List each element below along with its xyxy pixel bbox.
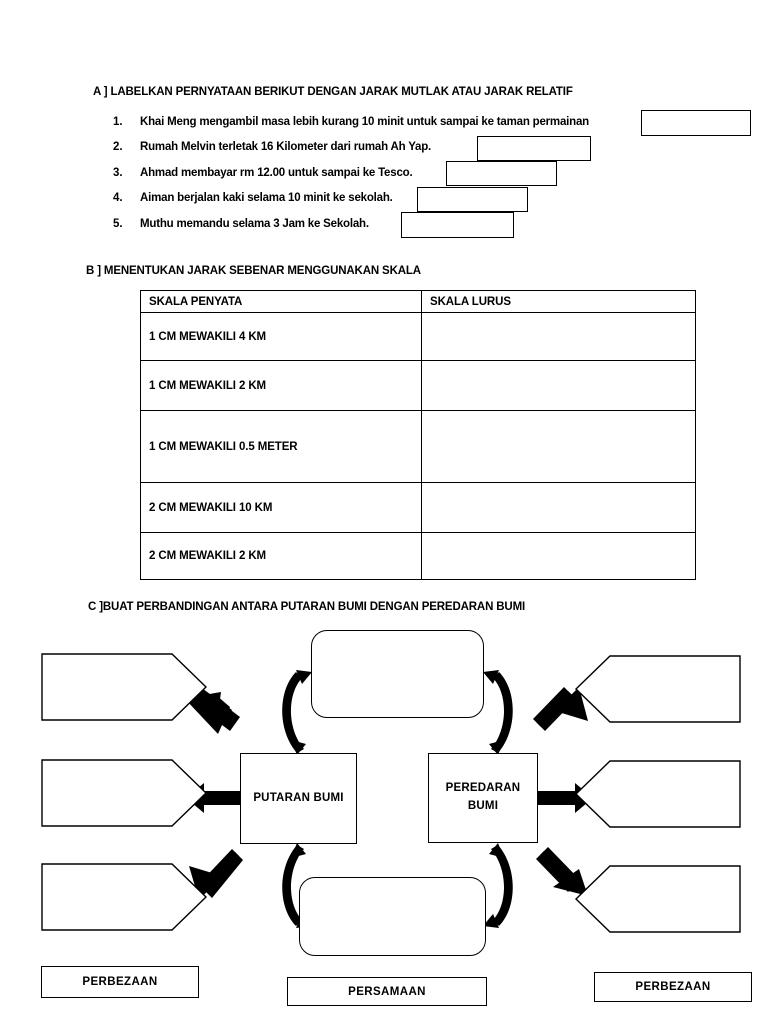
- curved-arrow-right-bottom: [483, 843, 513, 928]
- label-box-perbezaan-right: PERBEZAAN: [594, 972, 752, 1002]
- center-box-putaran-bumi: PUTARAN BUMI: [240, 753, 357, 844]
- list-item-text: Ahmad membayar rm 12.00 untuk sampai ke …: [140, 167, 413, 179]
- section-c-heading: C ]BUAT PERBANDINGAN ANTARA PUTARAN BUMI…: [88, 601, 526, 613]
- bottom-similarity-box[interactable]: [299, 877, 486, 956]
- center-box-line-2: BUMI: [467, 800, 499, 812]
- scale-table: SKALA PENYATA SKALA LURUS 1 CM MEWAKILI …: [140, 290, 696, 580]
- label-box-persamaan: PERSAMAAN: [287, 977, 487, 1006]
- cell-skala-lurus[interactable]: [421, 482, 696, 533]
- table-row: 1 CM MEWAKILI 2 KM: [140, 360, 696, 411]
- pentagon-left-3[interactable]: [41, 863, 208, 931]
- pentagon-right-2[interactable]: [574, 760, 741, 828]
- pentagon-left-2[interactable]: [41, 759, 208, 827]
- pentagon-left-1[interactable]: [41, 653, 208, 721]
- cell-skala-penyata: 2 CM MEWAKILI 2 KM: [140, 532, 422, 580]
- list-item-number: 3.: [113, 167, 123, 179]
- curved-arrow-left-top: [282, 670, 312, 755]
- cell-skala-lurus[interactable]: [421, 312, 696, 361]
- table-header-skala-lurus: SKALA LURUS: [421, 290, 696, 313]
- pentagon-right-3[interactable]: [574, 865, 741, 933]
- list-item-number: 5.: [113, 218, 123, 230]
- label-box-perbezaan-left: PERBEZAAN: [41, 966, 199, 998]
- cell-skala-lurus[interactable]: [421, 532, 696, 580]
- list-item-text: Muthu memandu selama 3 Jam ke Sekolah.: [140, 218, 369, 230]
- answer-box-1[interactable]: [641, 110, 751, 136]
- pentagon-right-1[interactable]: [574, 655, 741, 723]
- cell-skala-penyata: 1 CM MEWAKILI 2 KM: [140, 360, 422, 411]
- table-row: 1 CM MEWAKILI 4 KM: [140, 312, 696, 361]
- answer-box-3[interactable]: [446, 161, 557, 186]
- list-item-number: 1.: [113, 116, 123, 128]
- list-item-text: Rumah Melvin terletak 16 Kilometer dari …: [140, 141, 432, 153]
- table-row: 2 CM MEWAKILI 10 KM: [140, 482, 696, 533]
- section-a-heading: A ] LABELKAN PERNYATAAN BERIKUT DENGAN J…: [93, 86, 573, 98]
- cell-skala-penyata: 1 CM MEWAKILI 0.5 METER: [140, 410, 422, 483]
- cell-skala-penyata: 2 CM MEWAKILI 10 KM: [140, 482, 422, 533]
- cell-skala-lurus[interactable]: [421, 410, 696, 483]
- top-similarity-box[interactable]: [311, 630, 484, 718]
- answer-box-4[interactable]: [417, 187, 528, 212]
- table-row: 1 CM MEWAKILI 0.5 METER: [140, 410, 696, 483]
- table-header-skala-penyata: SKALA PENYATA: [140, 290, 422, 313]
- list-item-number: 2.: [113, 141, 123, 153]
- list-item-text: Aiman berjalan kaki selama 10 minit ke s…: [140, 192, 393, 204]
- answer-box-5[interactable]: [401, 212, 514, 238]
- list-item-number: 4.: [113, 192, 123, 204]
- center-box-peredaran-bumi: PEREDARAN BUMI: [428, 753, 538, 843]
- cell-skala-penyata: 1 CM MEWAKILI 4 KM: [140, 312, 422, 361]
- center-box-line-1: PEREDARAN: [445, 782, 521, 795]
- list-item-text: Khai Meng mengambil masa lebih kurang 10…: [140, 116, 589, 128]
- answer-box-2[interactable]: [477, 136, 591, 161]
- section-b-heading: B ] MENENTUKAN JARAK SEBENAR MENGGUNAKAN…: [86, 265, 421, 277]
- table-header-row: SKALA PENYATA SKALA LURUS: [140, 290, 696, 313]
- table-row: 2 CM MEWAKILI 2 KM: [140, 532, 696, 580]
- cell-skala-lurus[interactable]: [421, 360, 696, 411]
- curved-arrow-right-top: [483, 670, 513, 755]
